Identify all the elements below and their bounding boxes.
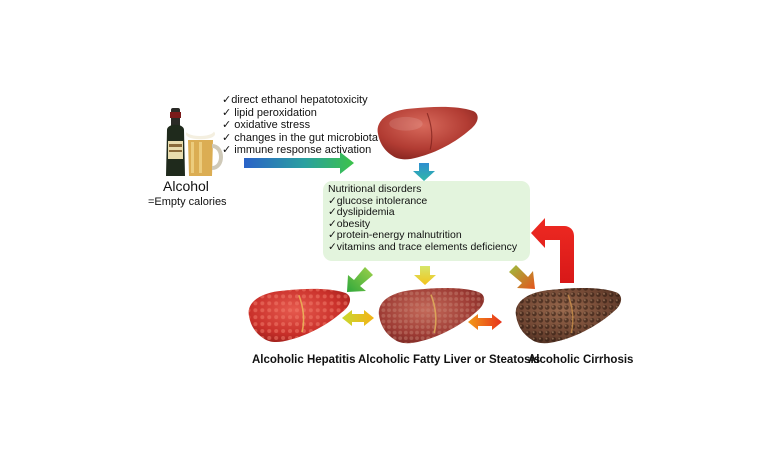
mechanism-list: ✓direct ethanol hepatotoxicity ✓ lipid p…: [222, 94, 378, 157]
double-arrow-hepatitis-fatty: [342, 310, 374, 326]
nutritional-disorders-box: [323, 181, 530, 261]
nutritional-item: ✓dyslipidemia: [328, 206, 395, 219]
nutritional-item: ✓glucose intolerance: [328, 194, 428, 207]
liver-fatty-icon: [378, 287, 485, 344]
nutritional-item: ✓vitamins and trace elements deficiency: [328, 240, 518, 253]
liver-hepatitis-icon: [248, 288, 351, 343]
arrow-to-hepatitis: [347, 267, 373, 292]
mechanism-item: ✓direct ethanol hepatotoxicity: [222, 94, 368, 106]
mechanism-item: ✓ immune response activation: [222, 144, 372, 156]
nutritional-title: Nutritional disorders: [328, 183, 422, 195]
nutritional-item: ✓protein-energy malnutrition: [328, 229, 462, 242]
liver-icon: [377, 106, 478, 160]
arrow-to-fatty-liver: [414, 266, 436, 285]
wine-bottle-and-beer-mug-icon: [166, 108, 223, 176]
nutritional-disorders-list: Nutritional disorders ✓glucose intoleran…: [328, 183, 518, 254]
label-alcoholic-cirrhosis: Alcoholic Cirrhosis: [528, 354, 634, 366]
arrow-liver-to-nutrition: [413, 163, 435, 181]
arrow-cirrhosis-to-nutrition: [531, 218, 574, 283]
alcohol-sublabel: =Empty calories: [148, 196, 227, 208]
liver-cirrhosis-icon: [515, 287, 622, 344]
arrow-to-cirrhosis: [509, 265, 535, 289]
label-alcoholic-fatty-liver: Alcoholic Fatty Liver or Steatosis: [358, 354, 541, 366]
mechanism-item: ✓ changes in the gut microbiota: [222, 131, 378, 144]
alcohol-label: Alcohol: [163, 178, 209, 194]
arrow-alcohol-to-liver: [244, 152, 354, 174]
nutritional-item: ✓obesity: [328, 217, 371, 230]
double-arrow-fatty-cirrhosis: [468, 314, 502, 330]
label-alcoholic-hepatitis: Alcoholic Hepatitis: [252, 354, 356, 366]
mechanism-item: ✓ oxidative stress: [222, 119, 311, 131]
mechanism-item: ✓ lipid peroxidation: [222, 106, 317, 119]
